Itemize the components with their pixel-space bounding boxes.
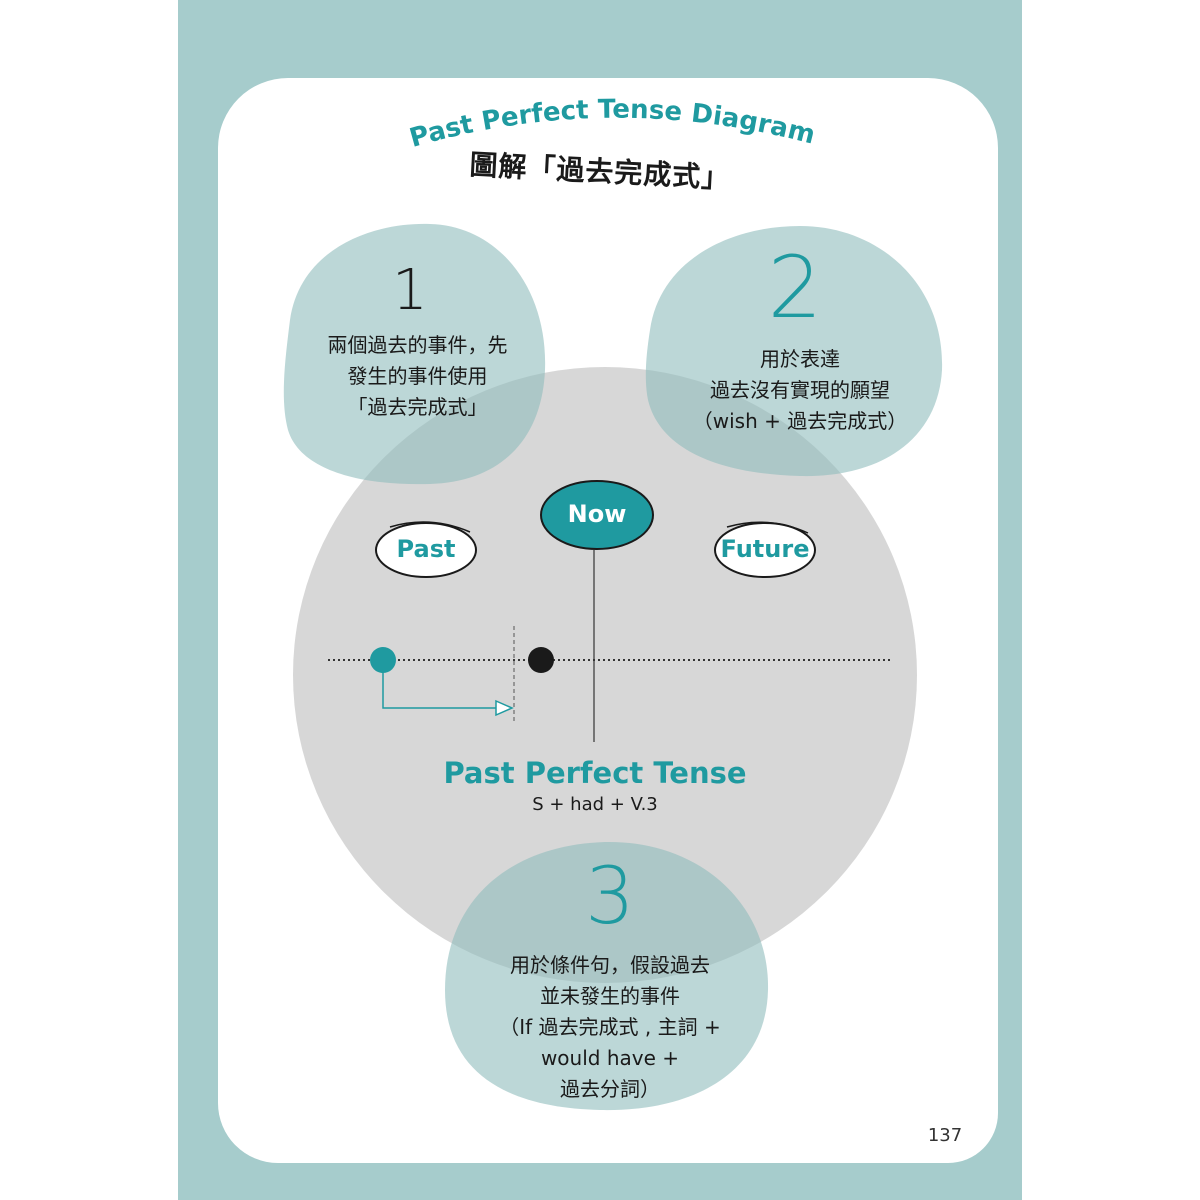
bubble-2-text: 用於表達 過去沒有實現的願望 （wish + 過去完成式） (692, 347, 908, 433)
bubble-2-shape (645, 226, 943, 477)
now-ellipse (540, 480, 654, 550)
bubble-3-text: 用於條件句，假設過去 並未發生的事件 （If 過去完成式 , 主詞 + woul… (499, 953, 721, 1101)
tense-name: Past Perfect Tense (443, 756, 747, 790)
page-number: 137 (927, 1125, 963, 1146)
tense-formula: S + had + V.3 (532, 794, 658, 815)
arrow-head (495, 699, 514, 717)
later-event-dot (528, 647, 554, 673)
bubble-1-number: 1 (392, 258, 428, 323)
bubble-3-number: 3 (585, 852, 635, 942)
sequence-arrow (382, 672, 498, 709)
bubble-1-shape (283, 223, 546, 485)
earlier-event-dot (370, 647, 396, 673)
past-ellipse (375, 522, 477, 578)
past-label: Past (396, 535, 456, 563)
center-circle (293, 367, 917, 983)
bubble-3-shape (445, 841, 769, 1111)
bubble-1-text: 兩個過去的事件，先 發生的事件使用 「過去完成式」 (327, 333, 508, 419)
now-label: Now (567, 500, 627, 528)
bubble-2-number: 2 (767, 238, 823, 338)
future-label: Future (720, 535, 810, 563)
